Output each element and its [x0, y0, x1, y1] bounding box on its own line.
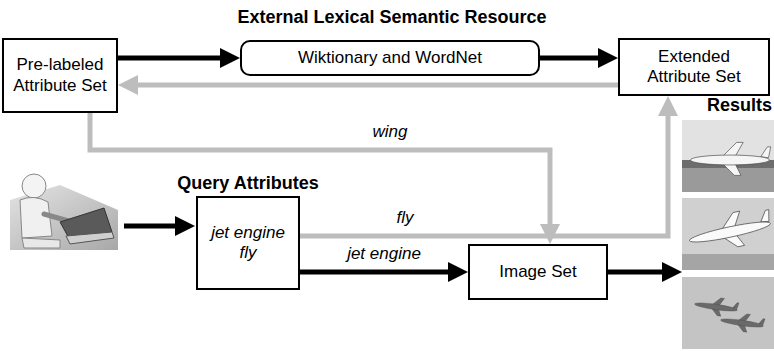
results-panel: Results	[682, 120, 774, 349]
attribute-set-box: Extended Attribute Set	[618, 38, 770, 96]
node-label: jet engine	[211, 223, 285, 243]
user-figure	[10, 174, 118, 250]
node-body: jet enginefly	[198, 198, 298, 288]
resource-box: Wiktionary and WordNet	[240, 40, 540, 76]
airplane	[690, 142, 770, 175]
image-set-box: Image Set	[468, 244, 608, 300]
node-label: Wiktionary and WordNet	[298, 48, 482, 68]
diagram-title: External Lexical Semantic Resource	[237, 7, 546, 29]
airplane	[686, 205, 774, 256]
connector-arrow	[300, 106, 668, 236]
connector-arrow	[118, 56, 230, 61]
airplane	[719, 310, 765, 334]
query-box: Query Attributesjet enginefly	[196, 196, 300, 290]
result-images	[682, 120, 774, 349]
node-label: Image Set	[499, 262, 577, 282]
node-label: Pre-labeled Attribute Set	[8, 55, 112, 96]
attribute-set-box: Pre-labeled Attribute Set	[2, 38, 118, 113]
node-label: Extended Attribute Set	[634, 47, 754, 88]
edge-label: wing	[370, 122, 411, 142]
connector-arrow	[300, 270, 458, 275]
connector-arrow	[608, 270, 672, 275]
node-body: Pre-labeled Attribute Set	[4, 40, 116, 111]
connector-arrow	[540, 56, 608, 61]
node-label: fly	[240, 243, 257, 263]
result-photo	[682, 277, 774, 349]
node-heading: Query Attributes	[177, 173, 318, 195]
node-body: Extended Attribute Set	[620, 40, 768, 94]
node-body: Wiktionary and WordNet	[242, 42, 538, 74]
result-photo	[682, 120, 774, 192]
airplane	[693, 294, 739, 318]
connector-arrow	[90, 113, 550, 234]
node-body: Image Set	[470, 246, 606, 298]
result-photo	[682, 198, 774, 270]
connector-arrow	[128, 83, 618, 88]
edge-label: jet engine	[344, 244, 424, 264]
node-heading: Results	[707, 95, 772, 117]
user-arrow	[124, 224, 185, 229]
edge-label: fly	[394, 208, 417, 228]
